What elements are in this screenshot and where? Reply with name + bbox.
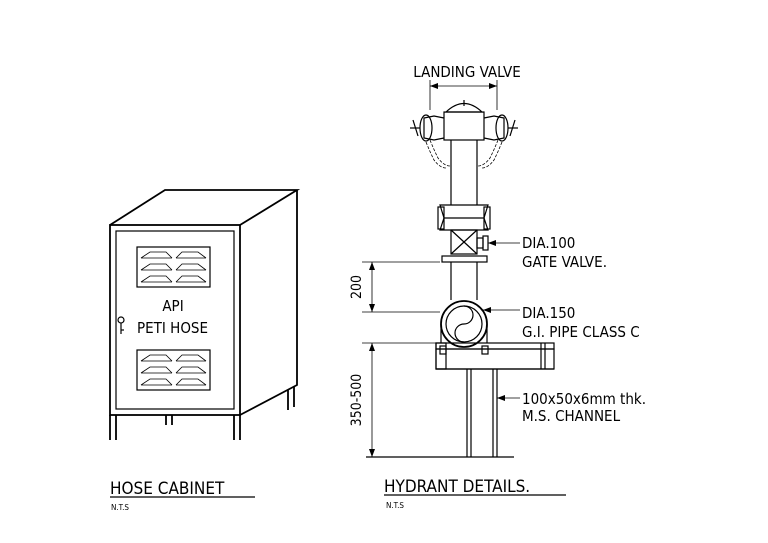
cabinet-door <box>115 230 235 410</box>
upper-louvre <box>136 246 211 288</box>
cabinet-title: HOSE CABINET <box>110 479 225 499</box>
gate-valve <box>441 229 489 263</box>
hose-cabinet-drawing: API PETI HOSE HOSE CABINET N.T.S <box>109 189 301 512</box>
cabinet-top <box>109 189 301 226</box>
hydrant-title: HYDRANT DETAILS. <box>384 477 530 497</box>
standpipe-upper <box>450 140 478 205</box>
key-icon <box>117 316 125 334</box>
hydrant-drawing: LANDING VALVE <box>349 63 646 510</box>
cabinet-label-api: API <box>162 297 183 315</box>
dimension-200 <box>362 261 440 313</box>
gate-valve-label: GATE VALVE. <box>522 253 607 271</box>
lower-louvre <box>136 349 211 391</box>
channel-top-plate <box>435 342 555 370</box>
standpipe-middle <box>450 262 478 300</box>
valve-chains <box>425 139 503 169</box>
main-pipe-section <box>440 300 488 348</box>
cabinet-label-peti-hose: PETI HOSE <box>137 319 208 337</box>
landing-valve-dimension <box>429 80 498 110</box>
cabinet-front <box>109 224 241 416</box>
cabinet-legs <box>109 387 295 440</box>
channel-size: 100x50x6mm thk. <box>522 390 646 408</box>
dimension-200-label: 200 <box>349 275 365 299</box>
cabinet-scale: N.T.S <box>111 503 129 512</box>
landing-valve-head <box>410 100 518 142</box>
dimension-350-500-label: 350-500 <box>349 374 365 427</box>
hydrant-scale: N.T.S <box>386 501 404 510</box>
channel-label: M.S. CHANNEL <box>522 407 621 425</box>
landing-valve-label: LANDING VALVE <box>413 63 521 81</box>
pipe-size: DIA.150 <box>522 304 575 322</box>
dimension-350-500 <box>362 342 436 457</box>
pipe-label: G.I. PIPE CLASS C <box>522 323 640 341</box>
gate-valve-size: DIA.100 <box>522 234 575 252</box>
vertical-channel <box>466 369 498 457</box>
cabinet-side <box>239 190 298 416</box>
pipe-coupling <box>437 204 491 231</box>
